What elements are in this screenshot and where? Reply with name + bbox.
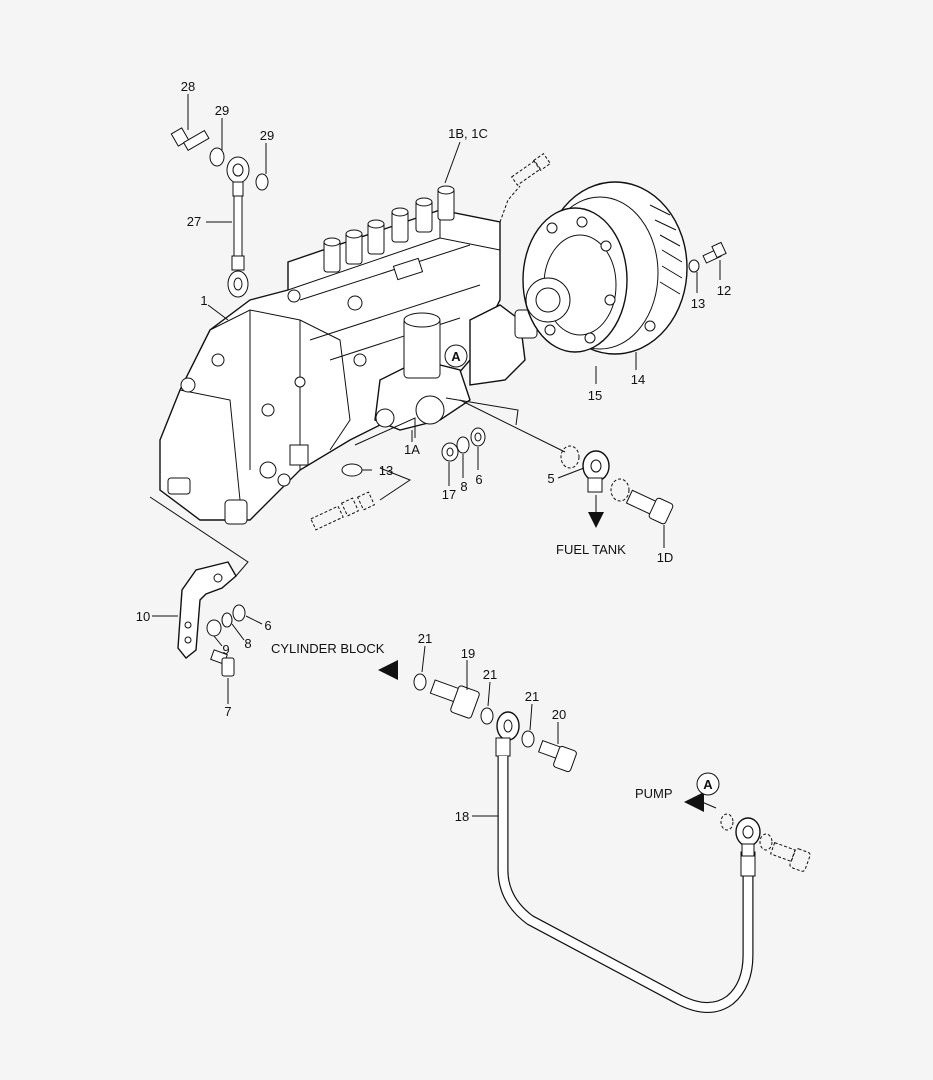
- callout-18: 18: [455, 809, 469, 824]
- callout-20: 20: [552, 707, 566, 722]
- callout-6-b: 6: [264, 618, 271, 633]
- leader-lines: [152, 94, 721, 817]
- callout-8-a: 8: [460, 479, 467, 494]
- callout-19: 19: [461, 646, 475, 661]
- washer-21b: [480, 707, 494, 725]
- ref-a-body-label: A: [451, 349, 461, 364]
- callout-1: 1: [200, 293, 207, 308]
- fuel-hose-18: [497, 756, 756, 1013]
- callout-15: 15: [588, 388, 602, 403]
- callout-21-a: 21: [418, 631, 432, 646]
- fuel-tank-arrow: [588, 512, 604, 528]
- reference-a-marker-body: A: [444, 344, 468, 368]
- callout-29-a: 29: [215, 103, 229, 118]
- dashed-bolt-top: [510, 152, 552, 186]
- nut-washer-set: [441, 427, 486, 462]
- drive-gear-assembly: [522, 181, 688, 355]
- washer-13: [341, 463, 363, 477]
- bracket-hardware: [206, 604, 246, 677]
- callout-9: 9: [222, 642, 229, 657]
- callout-1b-1c: 1B, 1C: [448, 126, 488, 141]
- callout-28: 28: [181, 79, 195, 94]
- overflow-pipe-assembly: [170, 127, 269, 298]
- bolt-20: [537, 739, 577, 773]
- callout-7: 7: [224, 704, 231, 719]
- callout-1d: 1D: [657, 550, 674, 565]
- callout-27: 27: [187, 214, 201, 229]
- washer-21c: [521, 730, 535, 748]
- callout-21-c: 21: [525, 689, 539, 704]
- banjo-hose-end-upper: [495, 711, 520, 757]
- fuel-tank-label: FUEL TANK: [556, 542, 626, 557]
- ref-a-pump-label: A: [703, 777, 713, 792]
- callout-17: 17: [442, 487, 456, 502]
- dashed-stud-lower: [310, 491, 376, 531]
- callout-29-b: 29: [260, 128, 274, 143]
- callout-13-a: 13: [691, 296, 705, 311]
- cylinder-block-arrow: [378, 660, 398, 680]
- callout-13-b: 13: [379, 463, 393, 478]
- callout-10: 10: [136, 609, 150, 624]
- banjo-hose-end-lower: [720, 813, 811, 872]
- reference-a-marker-pump: A: [696, 772, 720, 796]
- callout-6-a: 6: [475, 472, 482, 487]
- callout-12: 12: [717, 283, 731, 298]
- callout-numbers: 28 29 29 27 1 1B, 1C 12 13 14 15 1A 13 1…: [136, 79, 731, 824]
- washer-21a: [413, 673, 427, 691]
- banjo-fitting-5: [459, 399, 674, 525]
- pump-arrow: [684, 792, 704, 812]
- callout-5: 5: [547, 471, 554, 486]
- bracket-10: [149, 496, 249, 659]
- callout-14: 14: [631, 372, 645, 387]
- injection-pump-assembly: [159, 185, 538, 525]
- callout-8-b: 8: [244, 636, 251, 651]
- callout-1a: 1A: [404, 442, 420, 457]
- gear-bolt-12: [688, 241, 727, 273]
- pump-label: PUMP: [635, 786, 673, 801]
- feed-pump: [374, 312, 471, 431]
- delivery-valve-holders: [323, 185, 455, 273]
- union-bolt-19: [429, 679, 480, 719]
- cylinder-block-label: CYLINDER BLOCK: [271, 641, 385, 656]
- callout-21-b: 21: [483, 667, 497, 682]
